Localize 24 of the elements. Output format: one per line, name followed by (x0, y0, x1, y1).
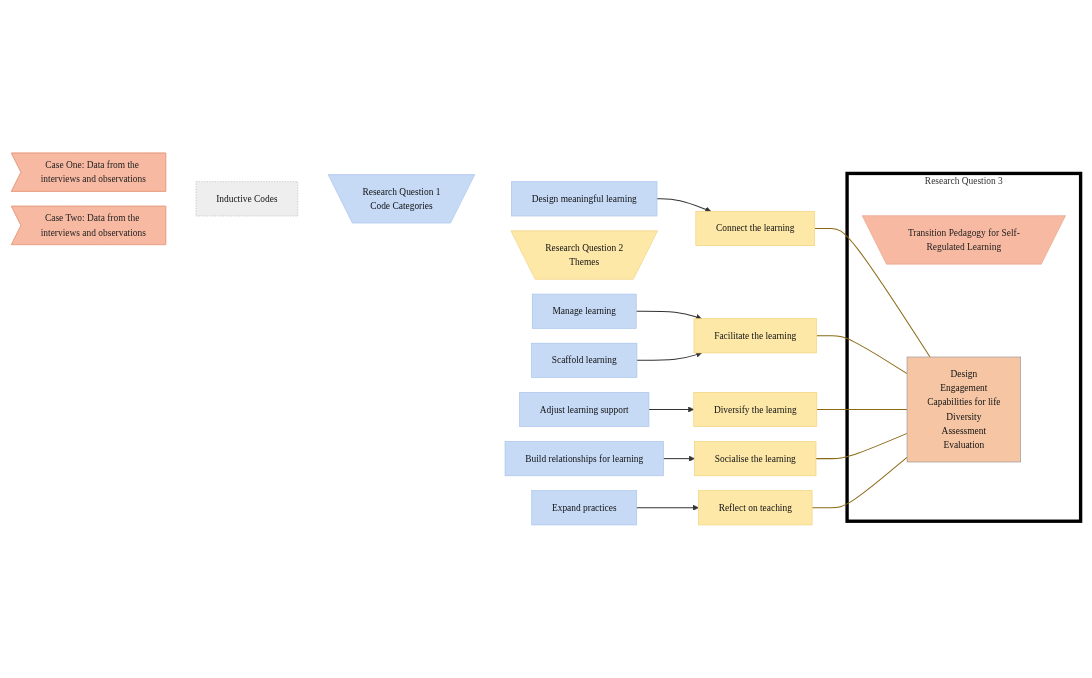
node-box: Expand practices (531, 490, 638, 526)
arrow (635, 310, 702, 320)
node-box: Design meaningful learning (511, 181, 658, 217)
node-box: Design Engagement Capabilities for life Diversity Assessment Evaluation (906, 356, 1021, 463)
node-box: Facilitate the learning (693, 318, 817, 354)
node-box: Diversify the learning (693, 392, 818, 427)
connector (816, 409, 908, 410)
arrow (662, 455, 695, 462)
arrow (636, 351, 702, 361)
connector (815, 432, 908, 460)
node-box: Connect the learning (695, 210, 816, 246)
node-box: Adjust learning support (519, 392, 650, 427)
node-box: Build relationships for learning (504, 441, 664, 477)
connector (814, 227, 931, 358)
node-box: Scaffold learning (531, 342, 638, 378)
node-box: Reflect on teaching (698, 490, 813, 526)
connector (811, 456, 908, 509)
arrow (656, 198, 712, 213)
connector (816, 335, 908, 375)
arrow (636, 504, 699, 511)
arrow (648, 406, 694, 413)
node-box: Inductive Codes (195, 181, 299, 217)
node-box: Socialise the learning (694, 441, 817, 477)
node-box: Manage learning (531, 293, 637, 329)
